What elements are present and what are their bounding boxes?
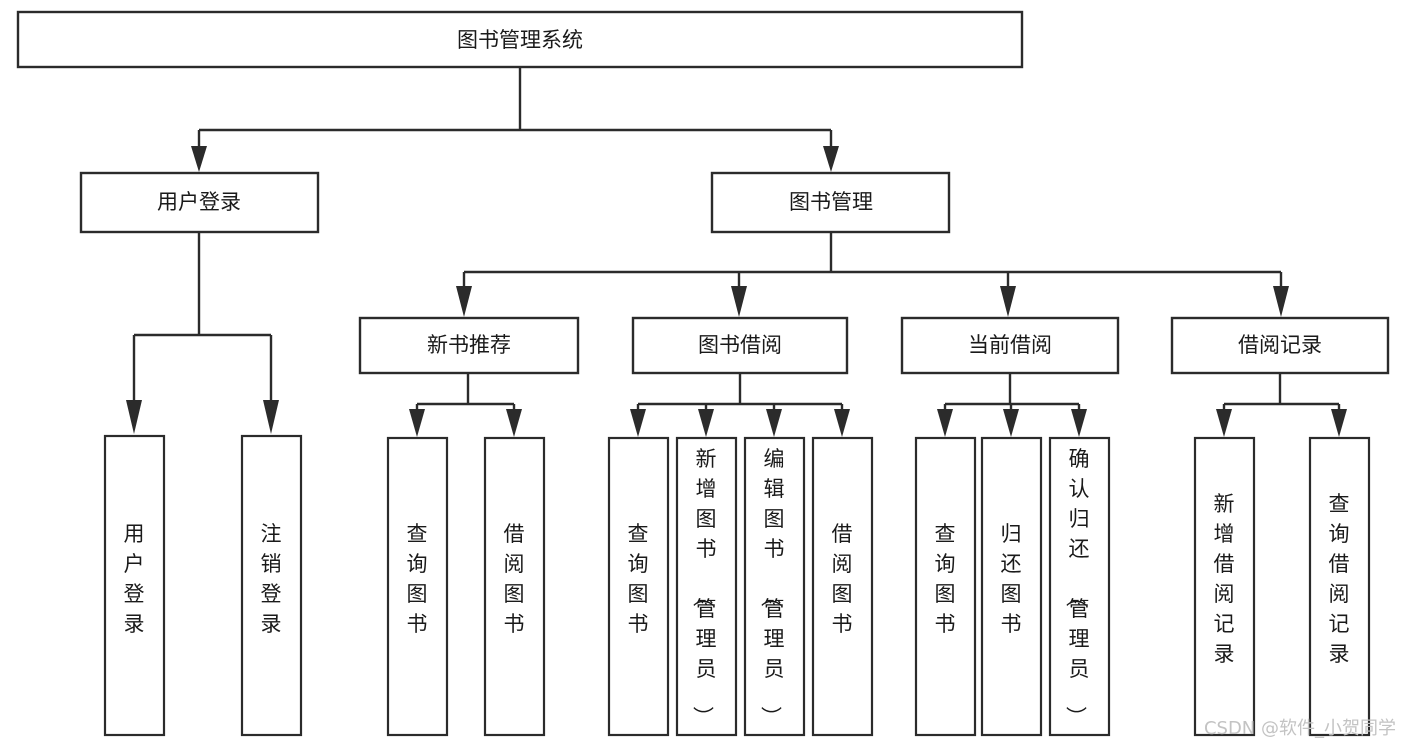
leaf-add-book[interactable]: 新增图书（管理员） [675,436,738,737]
leaf-user-logout[interactable]: 注销登录 [240,434,303,737]
leaf-edit-book[interactable]: 编辑图书（管理员） [743,436,806,737]
new-book-recommend-box[interactable] [358,316,580,375]
leaf-edit-book-label: 编辑图书（管理员） [759,447,785,727]
book-manage-label: 图书管理 [789,190,873,214]
leaf-add-book-box[interactable] [675,436,738,737]
leaf-confirm-return-label: 确认归还（管理员） [1064,447,1090,727]
csdn-watermark: CSDN @软件_小贺同学 [1204,718,1396,739]
node-book-borrow[interactable]: 图书借阅 [631,316,849,375]
arrow-head-leaf-query-book-2 [630,409,646,437]
leaf-borrow-book-1[interactable]: 借阅图书 [483,436,546,737]
leaf-query-book-2[interactable]: 查询图书 [607,436,670,737]
book-borrow-label: 图书借阅 [698,333,782,357]
leaf-user-login-box[interactable] [103,434,166,737]
arrow-head-book-manage [823,146,839,172]
connectors-group [126,67,1347,437]
arrow-head-new-book-recommend [456,286,472,317]
leaf-query-record-label: 查询借阅记录 [1329,492,1350,666]
leaf-query-book-1[interactable]: 查询图书 [386,436,449,737]
leaf-add-book-label: 新增图书（管理员） [691,447,717,727]
arrow-head-leaf-add-record [1216,409,1232,437]
leaf-query-record-box[interactable] [1308,436,1371,737]
leaf-query-book-3-label: 查询图书 [935,522,956,636]
user-login-label: 用户登录 [157,190,241,214]
arrow-head-book-borrow [731,286,747,317]
leaf-user-logout-box[interactable] [240,434,303,737]
node-book-manage[interactable]: 图书管理 [710,171,951,234]
leaf-borrow-book-2[interactable]: 借阅图书 [811,436,874,737]
leaf-return-book-box[interactable] [980,436,1043,737]
leaf-query-book-1-box[interactable] [386,436,449,737]
arrow-head-leaf-query-record [1331,409,1347,437]
leaf-add-record[interactable]: 新增借阅记录 [1193,436,1256,737]
leaf-confirm-return[interactable]: 确认归还（管理员） [1048,436,1111,737]
arrow-head-user-login [191,146,207,172]
arrow-head-leaf-borrow-book-1 [506,409,522,437]
node-new-book-recommend[interactable]: 新书推荐 [358,316,580,375]
root-box[interactable] [16,10,1024,69]
borrow-record-box[interactable] [1170,316,1390,375]
arrow-head-leaf-add-book [698,409,714,437]
arrow-head-borrow-record [1273,286,1289,317]
node-borrow-record[interactable]: 借阅记录 [1170,316,1390,375]
arrow-head-leaf-return-book [1003,409,1019,437]
user-login-box[interactable] [79,171,320,234]
leaf-borrow-book-1-label: 借阅图书 [504,522,525,636]
leaf-edit-book-box[interactable] [743,436,806,737]
arrow-head-leaf-edit-book [766,409,782,437]
arrow-head-leaf-query-book-1 [409,409,425,437]
leaf-query-book-3[interactable]: 查询图书 [914,436,977,737]
leaf-add-record-box[interactable] [1193,436,1256,737]
leaf-query-book-3-box[interactable] [914,436,977,737]
leaf-add-record-label: 新增借阅记录 [1214,492,1235,666]
node-current-borrow[interactable]: 当前借阅 [900,316,1120,375]
new-book-recommend-label: 新书推荐 [427,333,511,357]
leaf-user-login-label: 用户登录 [124,522,145,636]
arrow-head-leaf-confirm-return [1071,409,1087,437]
arrow-head-leaf-query-book-3 [937,409,953,437]
node-root[interactable]: 图书管理系统 [16,10,1024,69]
leaf-query-record[interactable]: 查询借阅记录 [1308,436,1371,737]
book-borrow-box[interactable] [631,316,849,375]
leaf-confirm-return-box[interactable] [1048,436,1111,737]
node-user-login[interactable]: 用户登录 [79,171,320,234]
leaf-return-book-label: 归还图书 [1001,522,1022,636]
arrow-head-leaf-user-login [126,400,142,434]
leaf-borrow-book-2-label: 借阅图书 [832,522,853,636]
current-borrow-box[interactable] [900,316,1120,375]
arrow-head-current-borrow [1000,286,1016,317]
leaf-borrow-book-1-box[interactable] [483,436,546,737]
leaf-query-book-2-box[interactable] [607,436,670,737]
borrow-record-label: 借阅记录 [1238,333,1322,357]
leaf-borrow-book-2-box[interactable] [811,436,874,737]
leaf-user-logout-label: 注销登录 [261,522,282,636]
leaf-user-login[interactable]: 用户登录 [103,434,166,737]
leaf-query-book-2-label: 查询图书 [628,522,649,636]
root-label: 图书管理系统 [457,28,583,52]
book-manage-box[interactable] [710,171,951,234]
leaf-return-book[interactable]: 归还图书 [980,436,1043,737]
arrow-head-leaf-user-logout [263,400,279,434]
current-borrow-label: 当前借阅 [968,333,1052,357]
leaf-query-book-1-label: 查询图书 [407,522,428,636]
arrow-head-leaf-borrow-book-2 [834,409,850,437]
